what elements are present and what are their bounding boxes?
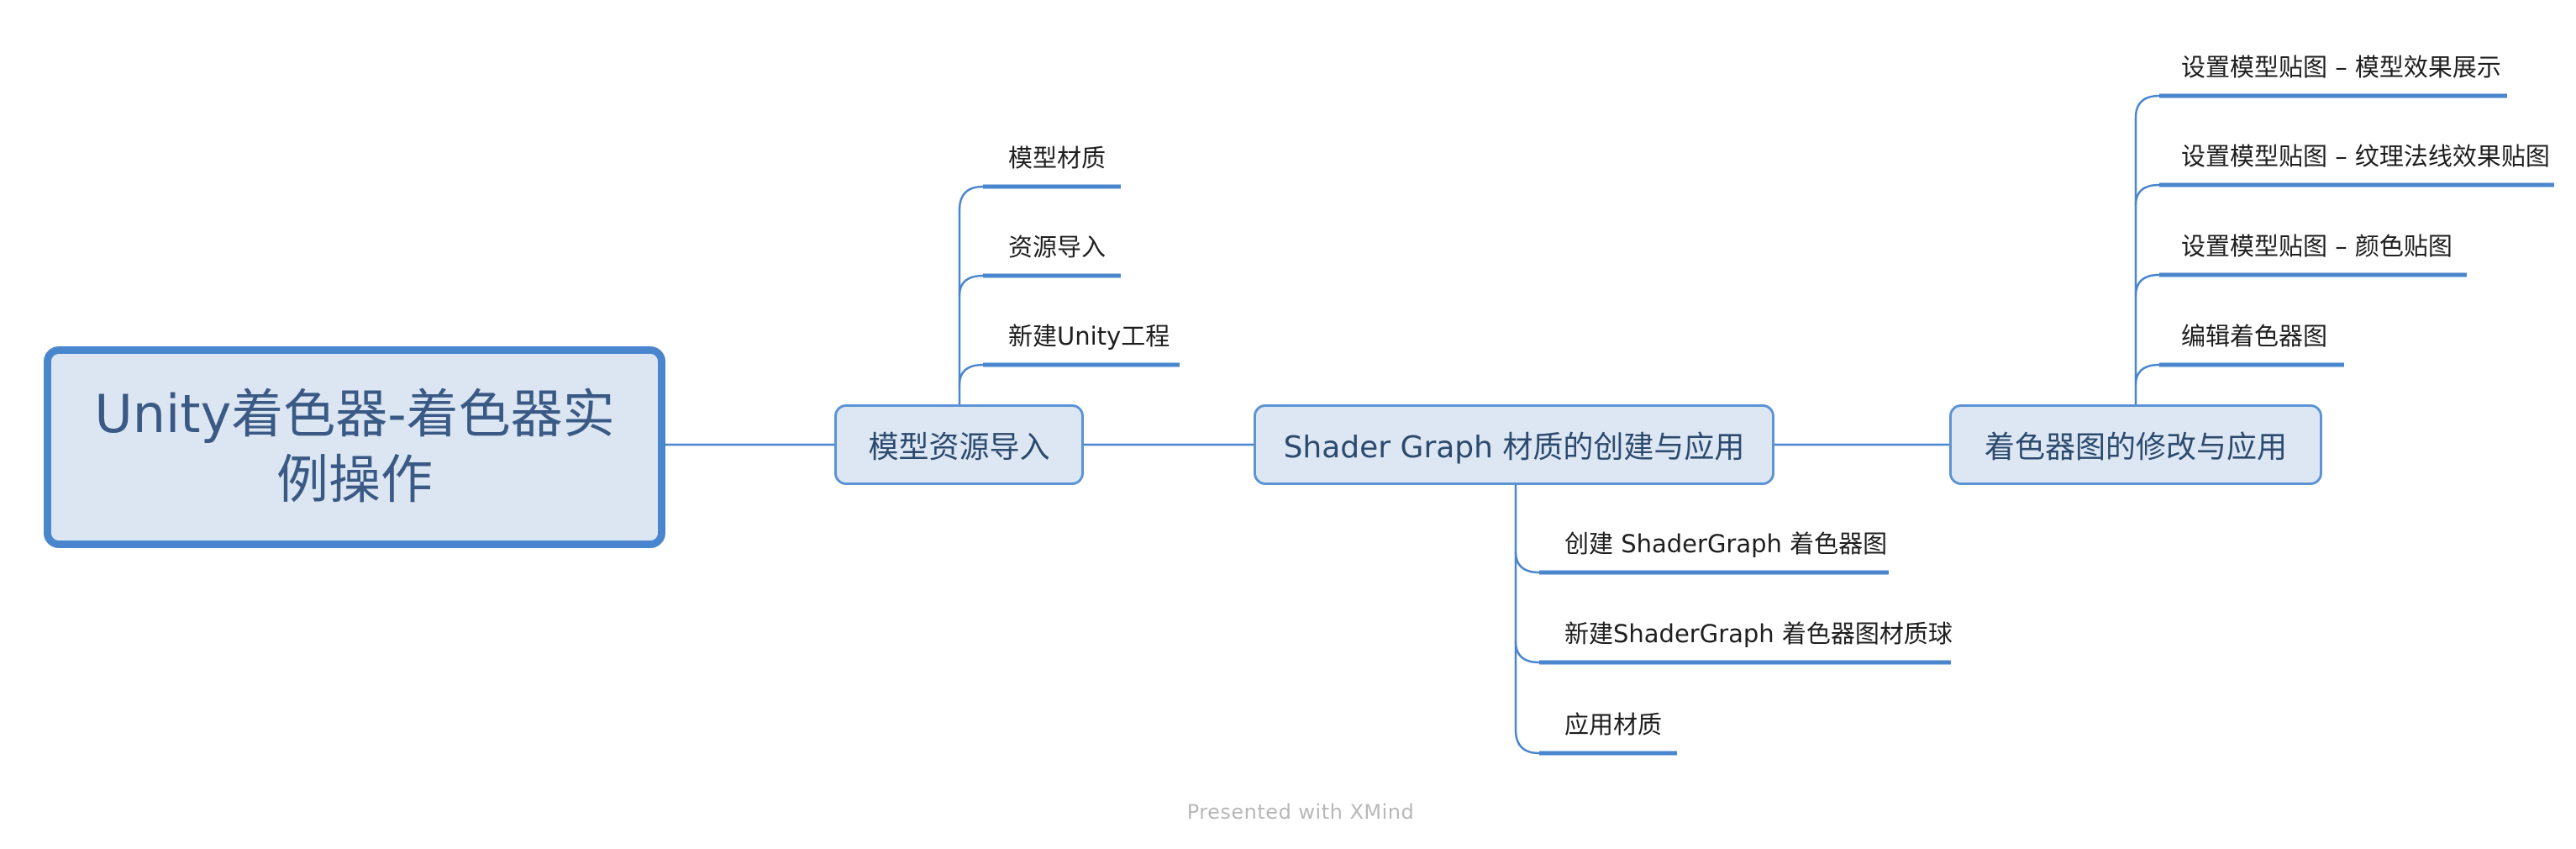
connector-branch1-child3 <box>958 363 984 386</box>
topic-label: 着色器图的修改与应用 <box>1984 430 2287 465</box>
connector-branch3-child2 <box>2134 183 2160 206</box>
root-topic-label: Unity着色器-着色器实例操作 <box>94 383 615 510</box>
subtopic-model-material[interactable]: 模型材质 <box>1008 141 1106 175</box>
topic-shader-graph-material[interactable]: Shader Graph 材质的创建与应用 <box>1254 404 1774 485</box>
subtopic-label: 新建ShaderGraph 着色器图材质球 <box>1564 620 1953 648</box>
topic-label: Shader Graph 材质的创建与应用 <box>1283 430 1745 465</box>
subtopic-label: 新建Unity工程 <box>1008 322 1170 351</box>
connector-branch3-trunk <box>2134 94 2160 404</box>
subtopic-create-shadergraph[interactable]: 创建 ShaderGraph 着色器图 <box>1564 527 1887 561</box>
subtopic-label: 应用材质 <box>1564 710 1663 739</box>
xmind-watermark: Presented with XMind <box>1186 800 1415 824</box>
connector-branch3-child3 <box>2134 273 2160 297</box>
connector-branch1-trunk <box>958 185 984 404</box>
subtopic-label: 设置模型贴图 – 颜色贴图 <box>2181 232 2452 261</box>
subtopic-new-unity-project[interactable]: 新建Unity工程 <box>1008 319 1170 353</box>
connector-branch2-trunk <box>1514 485 1540 755</box>
subtopic-model-effect-display[interactable]: 设置模型贴图 – 模型效果展示 <box>2181 50 2501 84</box>
subtopic-label: 模型材质 <box>1008 144 1107 172</box>
root-topic[interactable]: Unity着色器-着色器实例操作 <box>44 346 665 548</box>
connector-branch3-child4 <box>2134 363 2160 386</box>
subtopic-label: 创建 ShaderGraph 着色器图 <box>1564 530 1888 558</box>
connector-branch1-child2 <box>958 274 984 297</box>
subtopic-label: 资源导入 <box>1008 233 1107 261</box>
subtopic-normal-map[interactable]: 设置模型贴图 – 纹理法线效果贴图 <box>2181 140 2550 173</box>
connector-branch2-child1 <box>1514 551 1540 574</box>
subtopic-color-map[interactable]: 设置模型贴图 – 颜色贴图 <box>2181 229 2452 263</box>
subtopic-label: 设置模型贴图 – 模型效果展示 <box>2181 53 2501 82</box>
topic-shader-graph-modify[interactable]: 着色器图的修改与应用 <box>1949 404 2322 485</box>
subtopic-resource-import[interactable]: 资源导入 <box>1008 230 1106 264</box>
topic-label: 模型资源导入 <box>868 430 1050 465</box>
subtopic-new-shadergraph-material[interactable]: 新建ShaderGraph 着色器图材质球 <box>1564 617 1953 651</box>
subtopic-edit-shader-graph[interactable]: 编辑着色器图 <box>2181 319 2327 353</box>
subtopic-label: 设置模型贴图 – 纹理法线效果贴图 <box>2181 142 2550 171</box>
topic-model-resource-import[interactable]: 模型资源导入 <box>834 404 1084 485</box>
subtopic-apply-material[interactable]: 应用材质 <box>1564 708 1662 741</box>
connector-branch2-child2 <box>1514 641 1540 664</box>
subtopic-label: 编辑着色器图 <box>2181 322 2328 351</box>
